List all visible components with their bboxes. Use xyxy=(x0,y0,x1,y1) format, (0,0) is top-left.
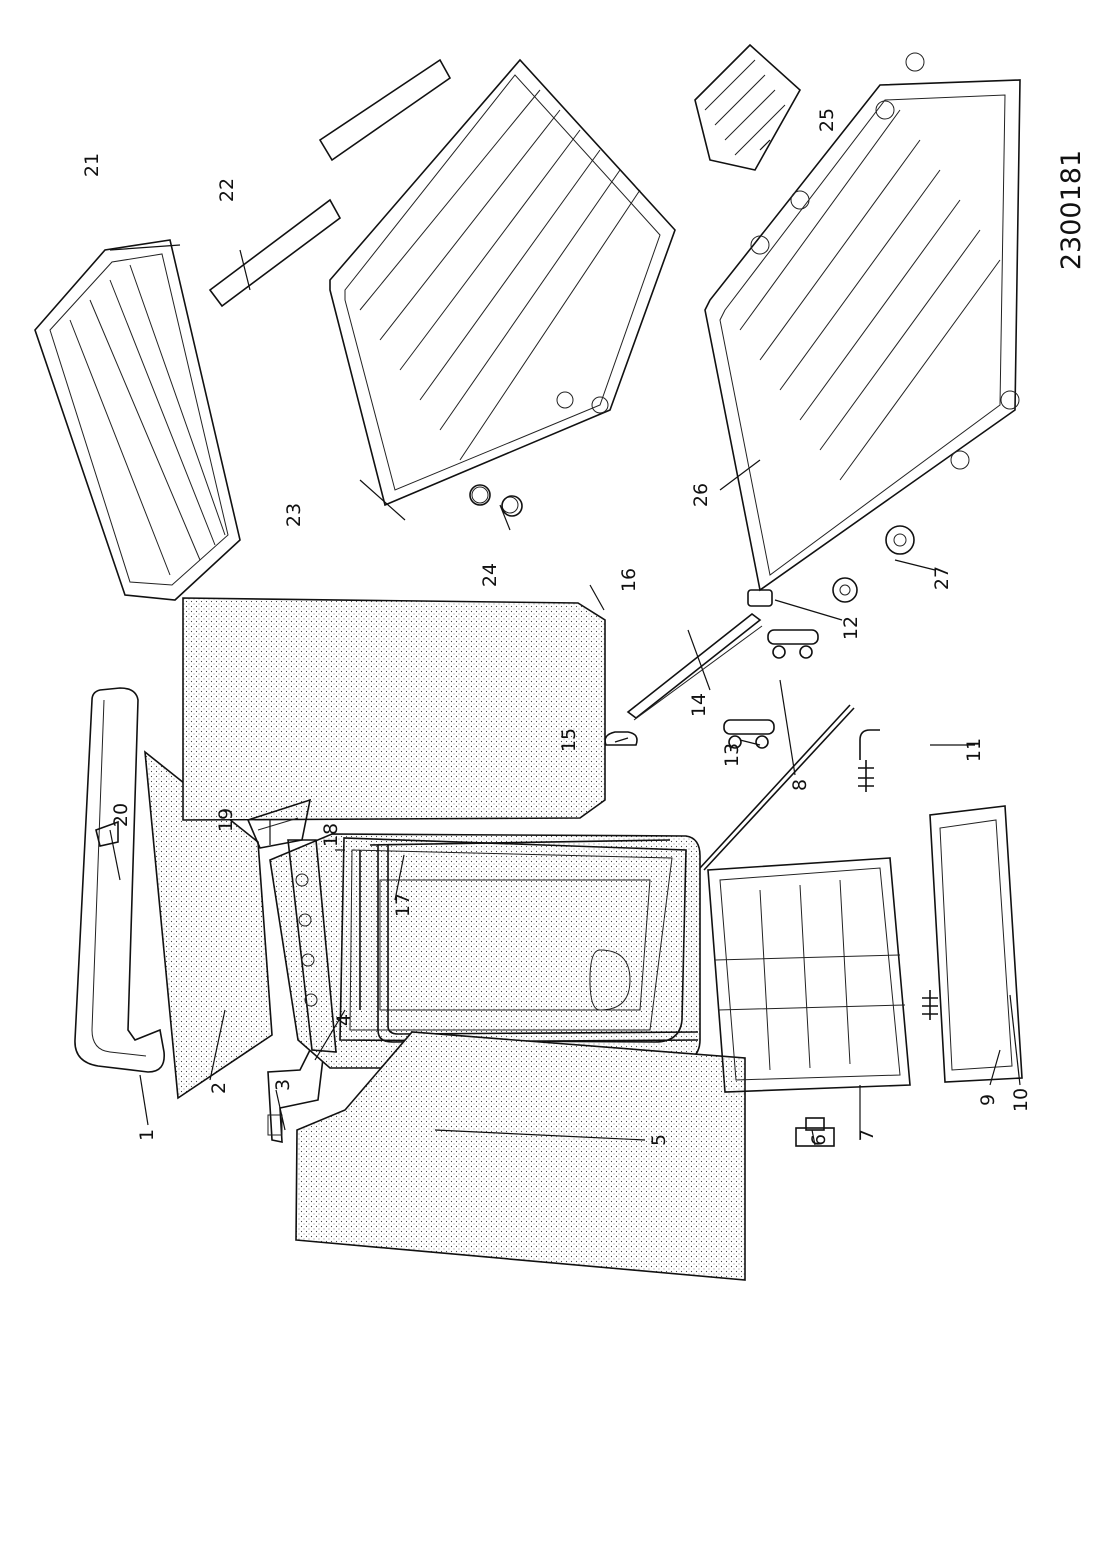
part-8-rod-shape xyxy=(699,704,855,871)
part-9-base-tray-shape xyxy=(929,805,1023,1083)
part-label-17: 17 xyxy=(392,893,414,917)
part-label-6: 6 xyxy=(808,1134,830,1146)
part-label-19: 19 xyxy=(215,808,237,832)
part-5-side-panel-shape xyxy=(295,1031,746,1281)
part-label-18: 18 xyxy=(320,823,342,847)
part-10-screw-shape xyxy=(922,990,938,1020)
part-label-12: 12 xyxy=(840,616,862,640)
part-label-24: 24 xyxy=(479,563,501,587)
part-label-4: 4 xyxy=(333,1014,355,1026)
part-label-5: 5 xyxy=(648,1134,670,1146)
part-26-lower-basket-shape xyxy=(704,52,1021,592)
part-label-15: 15 xyxy=(558,728,580,752)
part-labels: 1 2 3 4 5 6 7 8 9 10 11 12 13 14 15 16 1… xyxy=(81,108,1032,1146)
part-label-11: 11 xyxy=(963,738,985,762)
part-16-panel-shape xyxy=(182,597,606,821)
part-label-1: 1 xyxy=(136,1129,158,1141)
part-23-upper-basket-shape xyxy=(329,58,676,514)
part-label-13: 13 xyxy=(721,743,743,767)
part-label-8: 8 xyxy=(789,779,811,791)
part-21-tray-shape xyxy=(34,239,241,601)
part-14-rail-shape xyxy=(626,612,763,721)
part-3-bracket-shape xyxy=(267,1045,325,1143)
part-11-screw-shape xyxy=(858,729,880,792)
part-24-wheels-shape xyxy=(469,484,523,517)
part-15-clip-shape xyxy=(604,731,638,746)
part-label-10: 10 xyxy=(1010,1088,1032,1112)
part-25-cutlery-basket-shape xyxy=(694,43,802,171)
part-label-3: 3 xyxy=(272,1079,294,1091)
part-label-14: 14 xyxy=(688,693,710,717)
part-label-25: 25 xyxy=(816,108,838,132)
part-12-clip-shape xyxy=(747,589,773,607)
leader-lines xyxy=(109,139,1021,1146)
part-label-20: 20 xyxy=(110,803,132,827)
part-label-21: 21 xyxy=(81,153,103,177)
part-label-22: 22 xyxy=(216,178,238,202)
part-17-18-tubing-shape xyxy=(359,839,699,1043)
part-label-2: 2 xyxy=(208,1082,230,1094)
part-7-base-frame-shape xyxy=(707,857,911,1093)
drawing-code: 2300181 xyxy=(1056,150,1087,270)
part-label-16: 16 xyxy=(618,568,640,592)
part-label-27: 27 xyxy=(931,566,953,590)
part-label-7: 7 xyxy=(856,1129,878,1141)
part-27-wheel-shape xyxy=(832,525,915,603)
part-13-connector-shape xyxy=(723,629,819,749)
part-label-26: 26 xyxy=(690,483,712,507)
part-22-inserts-shape xyxy=(208,58,452,308)
part-label-23: 23 xyxy=(283,503,305,527)
part-20-latch-shape xyxy=(95,820,119,847)
part-1-handle-shape xyxy=(74,687,165,1073)
part-label-9: 9 xyxy=(977,1094,999,1106)
part-19-bracket-shape xyxy=(246,798,312,849)
part-6-switch-shape xyxy=(795,1117,835,1147)
